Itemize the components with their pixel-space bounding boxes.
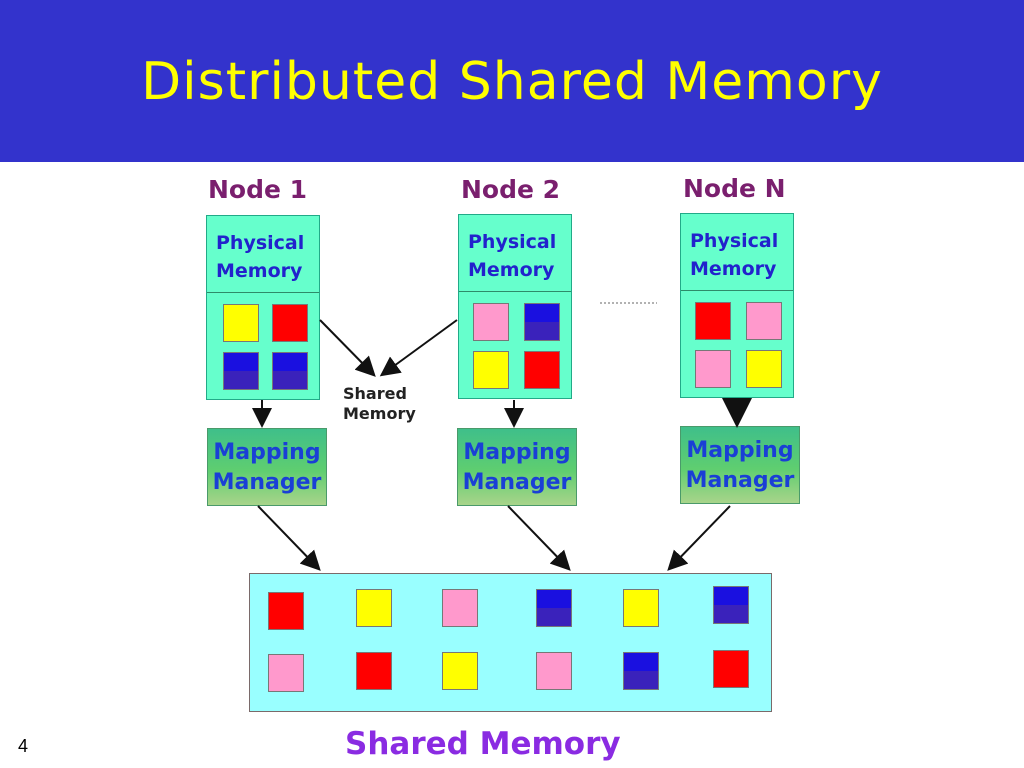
memory-block bbox=[746, 302, 782, 340]
memory-block bbox=[356, 652, 392, 690]
memory-block bbox=[272, 352, 308, 390]
title-bar: Distributed Shared Memory bbox=[0, 0, 1024, 162]
shared-memory-region bbox=[249, 573, 772, 712]
memory-block bbox=[473, 351, 509, 389]
memory-block bbox=[223, 352, 259, 390]
physical-memory-label: Physical Memory bbox=[468, 231, 557, 281]
arrow-node2-to-shared bbox=[379, 319, 458, 377]
shared-memory-title: Shared Memory bbox=[345, 726, 621, 762]
memory-block bbox=[442, 652, 478, 690]
memory-block bbox=[623, 652, 659, 690]
mapping-manager-label: Mapping Manager bbox=[212, 440, 322, 495]
divider bbox=[681, 290, 793, 291]
memory-block bbox=[695, 302, 731, 340]
arrow-node1-to-shared bbox=[319, 319, 376, 377]
memory-block bbox=[272, 304, 308, 342]
memory-block bbox=[268, 592, 304, 630]
page-number: 4 bbox=[18, 736, 29, 756]
memory-block bbox=[524, 351, 560, 389]
memory-block bbox=[223, 304, 259, 342]
node-2-mapping-manager: Mapping Manager bbox=[457, 428, 577, 506]
divider bbox=[459, 291, 571, 292]
memory-block bbox=[713, 650, 749, 688]
memory-block bbox=[442, 589, 478, 627]
node-2-label: Node 2 bbox=[461, 175, 561, 204]
arrow-mapping1-to-shared bbox=[257, 505, 321, 571]
physical-memory-label: Physical Memory bbox=[216, 232, 305, 282]
node-1-label: Node 1 bbox=[208, 175, 308, 204]
arrow-mappingn-to-shared bbox=[667, 505, 731, 571]
memory-block bbox=[536, 652, 572, 690]
memory-block bbox=[356, 589, 392, 627]
mapping-manager-label: Mapping Manager bbox=[462, 440, 572, 495]
node-2-physical-memory: Physical Memory bbox=[458, 214, 572, 399]
memory-block bbox=[695, 350, 731, 388]
node-1-physical-memory: Physical Memory bbox=[206, 215, 320, 400]
physical-memory-label: Physical Memory bbox=[690, 230, 779, 280]
node-1-mapping-manager: Mapping Manager bbox=[207, 428, 327, 506]
mapping-manager-label: Mapping Manager bbox=[685, 438, 795, 493]
memory-block bbox=[746, 350, 782, 388]
memory-block bbox=[473, 303, 509, 341]
arrow-mapping2-to-shared bbox=[507, 505, 571, 571]
memory-block bbox=[623, 589, 659, 627]
divider bbox=[207, 292, 319, 293]
memory-block bbox=[536, 589, 572, 627]
slide-title: Distributed Shared Memory bbox=[141, 52, 883, 112]
memory-block bbox=[268, 654, 304, 692]
memory-block bbox=[524, 303, 560, 341]
node-n-label: Node N bbox=[683, 174, 786, 203]
memory-block bbox=[713, 586, 749, 624]
node-n-mapping-manager: Mapping Manager bbox=[680, 426, 800, 504]
shared-memory-callout: Shared Memory bbox=[343, 384, 416, 423]
node-n-physical-memory: Physical Memory bbox=[680, 213, 794, 398]
